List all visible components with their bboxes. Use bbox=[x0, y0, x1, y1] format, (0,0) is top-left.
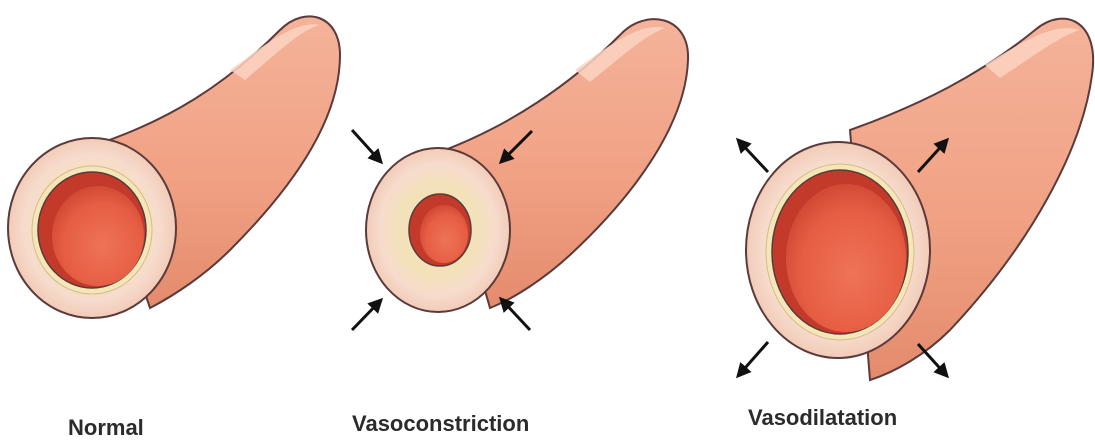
outward-arrow-icon bbox=[738, 342, 768, 376]
inward-arrow-icon bbox=[501, 299, 530, 330]
vasoconstriction-label: Vasoconstriction bbox=[352, 411, 529, 437]
inward-arrow-icon bbox=[352, 130, 381, 162]
normal-vessel-lumen bbox=[52, 186, 144, 286]
normal-label: Normal bbox=[68, 415, 144, 441]
vasodilatation-label: Vasodilatation bbox=[748, 405, 897, 431]
constricted-vessel-lumen bbox=[420, 205, 468, 263]
dilated-vessel-lumen bbox=[786, 184, 906, 332]
outward-arrow-icon bbox=[738, 140, 768, 172]
outward-arrow-icon bbox=[918, 344, 947, 376]
inward-arrow-icon bbox=[352, 300, 381, 330]
constricted-vessel bbox=[352, 19, 688, 330]
normal-vessel bbox=[8, 16, 340, 318]
dilated-vessel bbox=[738, 19, 1093, 380]
